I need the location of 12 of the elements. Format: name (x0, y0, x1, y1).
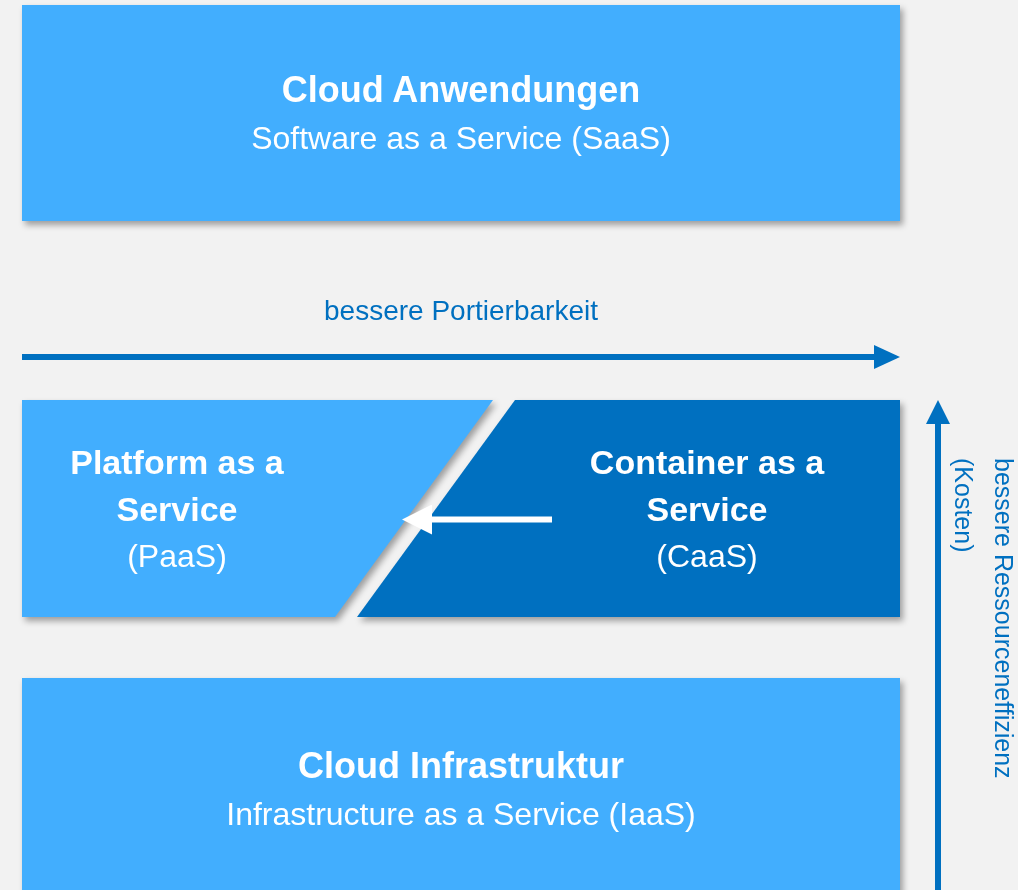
service-title: Cloud Anwendungen (281, 68, 641, 113)
axis-label: (Kosten) (949, 458, 978, 553)
axis-label: bessere Portierbarkeit (324, 295, 598, 326)
service-title: Cloud Infrastruktur (298, 744, 624, 789)
service-title: Platform as a Service (69, 441, 285, 531)
service-subtitle: (CaaS) (656, 536, 758, 576)
axis-label: bessere Ressourceneffizienz (989, 458, 1018, 779)
service-title: Container as a Service (588, 441, 826, 531)
service-subtitle: (PaaS) (127, 536, 227, 576)
service-subtitle: Software as a Service (SaaS) (251, 118, 671, 158)
service-subtitle: Infrastructure as a Service (IaaS) (226, 794, 696, 834)
arrow (402, 504, 552, 535)
